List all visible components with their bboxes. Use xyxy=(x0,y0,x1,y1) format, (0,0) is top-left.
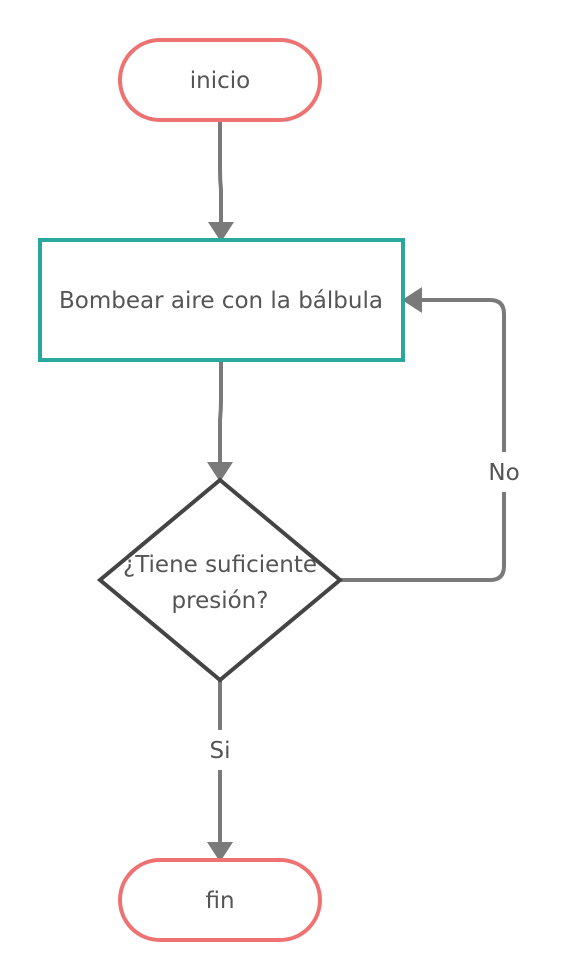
process-node[interactable]: Bombear aire con la bálbula xyxy=(38,238,405,362)
edge-label-si: Si xyxy=(210,738,231,764)
decision-node-label-line1: ¿Tiene suficiente xyxy=(123,552,317,578)
start-node-label: inicio xyxy=(190,68,250,94)
arrowhead-icon xyxy=(207,842,233,862)
decision-node-label-line2: presión? xyxy=(172,588,269,614)
arrowhead-icon xyxy=(208,222,234,242)
connector-start-to-process xyxy=(208,120,234,242)
connector-decision-yes: Si xyxy=(202,680,238,862)
connector-process-to-decision xyxy=(207,360,233,482)
start-node[interactable]: inicio xyxy=(118,38,322,122)
end-node[interactable]: fin xyxy=(118,858,322,942)
process-node-label: Bombear aire con la bálbula xyxy=(59,288,383,314)
end-node-label: fin xyxy=(205,888,234,914)
decision-node[interactable]: ¿Tiene suficiente presión? xyxy=(96,477,344,683)
arrowhead-icon xyxy=(402,287,422,313)
edge-label-no: No xyxy=(488,460,519,486)
arrowhead-icon xyxy=(207,462,233,482)
connector-decision-no: No xyxy=(340,287,526,582)
